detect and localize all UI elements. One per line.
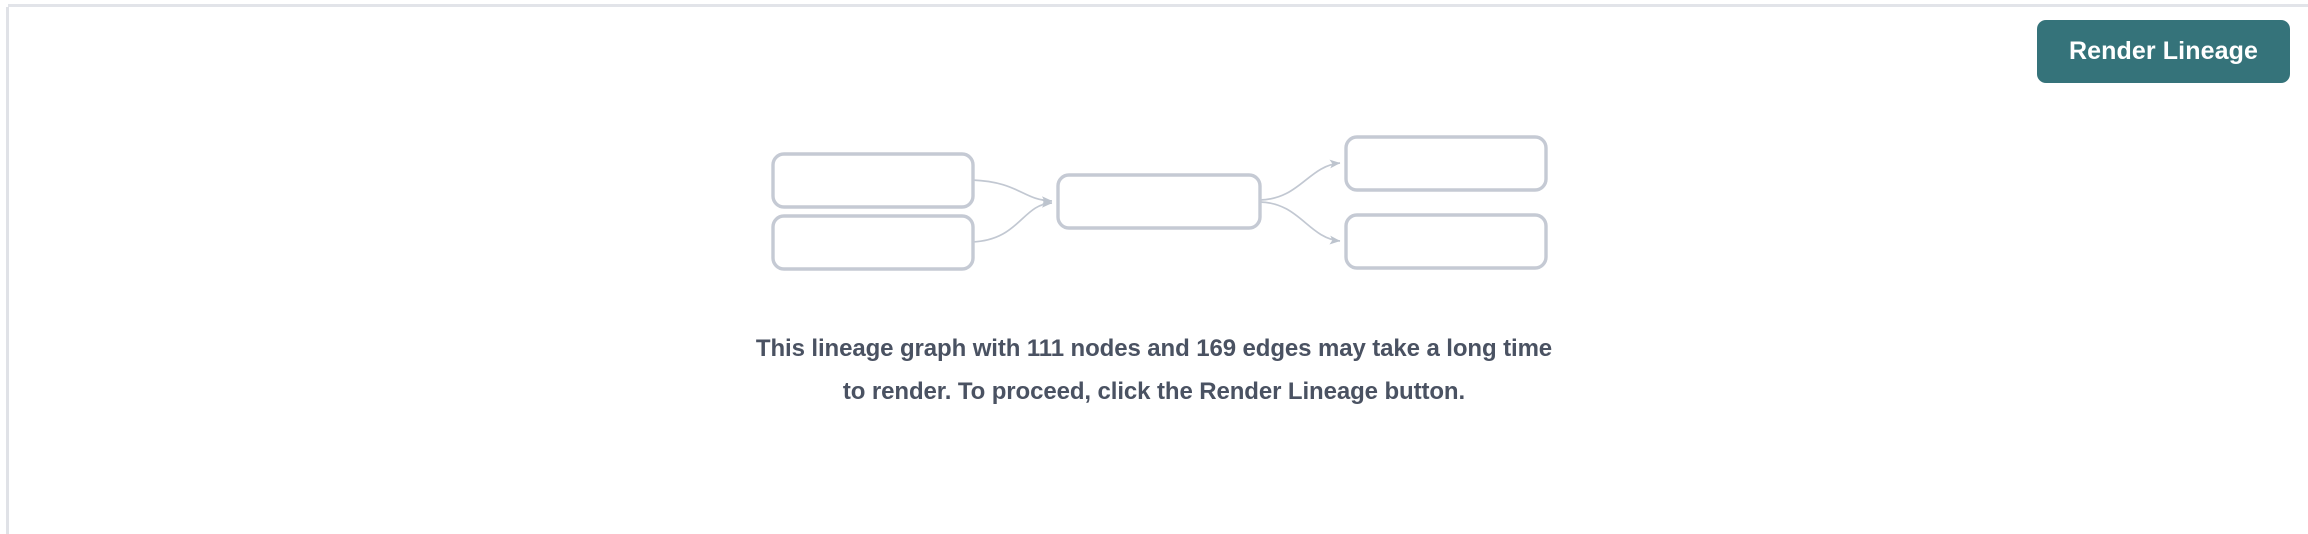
edge-upstream-1-to-focus	[971, 179, 1053, 206]
placeholder-node-upstream-1[interactable]	[771, 152, 975, 209]
viewport-left-rule	[6, 7, 9, 534]
viewport-top-rule	[8, 4, 2308, 7]
placeholder-node-focus[interactable]	[1056, 173, 1262, 230]
lineage-render-notice: This lineage graph with 111 nodes and 16…	[755, 335, 1553, 405]
placeholder-graph	[0, 110, 2308, 300]
placeholder-node-downstream-1[interactable]	[1344, 135, 1548, 192]
edge-focus-to-downstream-2	[1259, 201, 1341, 245]
edge-focus-to-downstream-1	[1259, 159, 1341, 201]
placeholder-node-downstream-2[interactable]	[1344, 213, 1548, 270]
edge-upstream-2-to-focus	[971, 198, 1053, 243]
placeholder-node-upstream-2[interactable]	[771, 214, 975, 271]
render-lineage-button[interactable]: Render Lineage	[2037, 20, 2290, 83]
placeholder-graph-svg	[771, 135, 1548, 271]
